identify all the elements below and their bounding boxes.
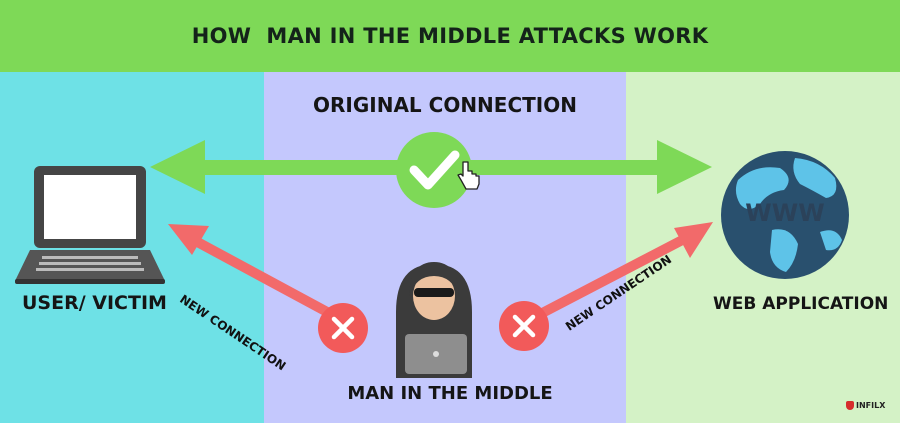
web-application-label: WEB APPLICATION — [713, 294, 889, 314]
header-bar: HOW MAN IN THE MIDDLE ATTACKS WORK — [0, 0, 900, 72]
cross-icon-right — [499, 301, 549, 351]
user-victim-label: USER/ VICTIM — [22, 292, 167, 314]
brand-logo: INFILX — [846, 401, 885, 410]
globe-www-text: WWW — [745, 199, 824, 227]
original-connection-label: ORIGINAL CONNECTION — [313, 93, 577, 117]
page-title: HOW MAN IN THE MIDDLE ATTACKS WORK — [191, 24, 709, 48]
new-connection-arrow-left — [168, 224, 345, 325]
pointer-hand-icon — [457, 161, 480, 190]
laptop-icon — [15, 166, 165, 284]
cross-icon-left — [318, 303, 368, 353]
brand-name: INFILX — [856, 401, 886, 410]
new-connection-arrow-right — [522, 222, 713, 327]
man-in-the-middle-label: MAN IN THE MIDDLE — [347, 383, 553, 404]
shield-icon — [846, 401, 854, 410]
hacker-icon — [396, 262, 472, 378]
checkmark-icon — [396, 132, 472, 208]
globe-icon: WWW — [721, 151, 849, 279]
